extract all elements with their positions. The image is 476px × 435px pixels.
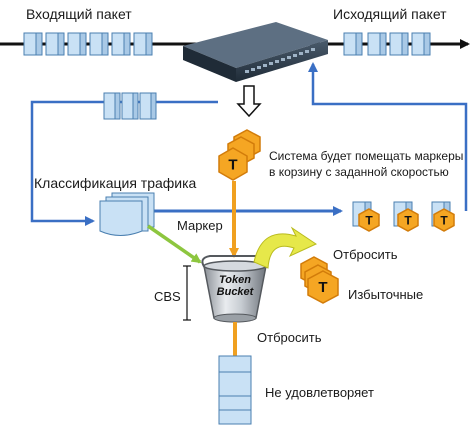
token-letter: T xyxy=(228,157,237,174)
green-arrow xyxy=(147,224,202,264)
down-arrow-icon xyxy=(236,85,262,118)
bucket-label-line1: Token xyxy=(219,274,251,286)
packet xyxy=(133,32,153,56)
packet-token: T xyxy=(397,208,419,232)
excess-tokens: T xyxy=(300,256,339,304)
discard-top-label: Отбросить xyxy=(333,247,398,262)
cbs-label: CBS xyxy=(154,289,181,304)
overflow-arrow xyxy=(253,226,318,269)
network-switch xyxy=(183,22,328,82)
packet xyxy=(389,32,409,56)
incoming-packet-label: Входящий пакет xyxy=(26,6,132,22)
non-compliant-packets xyxy=(218,355,252,425)
token-generator: T xyxy=(218,129,261,181)
non-compliant-label: Не удовлетворяет xyxy=(265,385,374,400)
bucket-label-line2: Bucket xyxy=(217,286,255,298)
return-packets xyxy=(103,92,157,120)
packet xyxy=(45,32,65,56)
packet xyxy=(343,32,363,56)
packet-token: T xyxy=(358,208,380,232)
packet xyxy=(89,32,109,56)
discard-bottom-label: Отбросить xyxy=(257,330,322,345)
incoming-packets xyxy=(23,32,153,56)
packet xyxy=(367,32,387,56)
return-to-outgoing-line xyxy=(308,62,468,211)
cbs-bracket xyxy=(183,265,191,321)
system-note-label: Система будет помещать маркеры в корзину… xyxy=(269,149,464,179)
token-bucket: Token Bucket xyxy=(201,255,269,323)
classification-pages-icon xyxy=(99,192,155,236)
packet xyxy=(111,32,131,56)
token-letter: T xyxy=(365,214,373,228)
packet xyxy=(67,32,87,56)
outgoing-packet-label: Исходящий пакет xyxy=(333,6,447,22)
token-letter: T xyxy=(404,214,412,228)
token-letter: T xyxy=(318,279,327,296)
traffic-classification-label: Классификация трафика xyxy=(34,175,197,191)
marker-label: Маркер xyxy=(177,218,223,233)
packet xyxy=(411,32,431,56)
packet xyxy=(23,32,43,56)
packet-token: T xyxy=(433,208,455,232)
excess-label: Избыточные xyxy=(348,287,424,302)
outgoing-packets xyxy=(343,32,431,56)
token-letter: T xyxy=(440,214,448,228)
